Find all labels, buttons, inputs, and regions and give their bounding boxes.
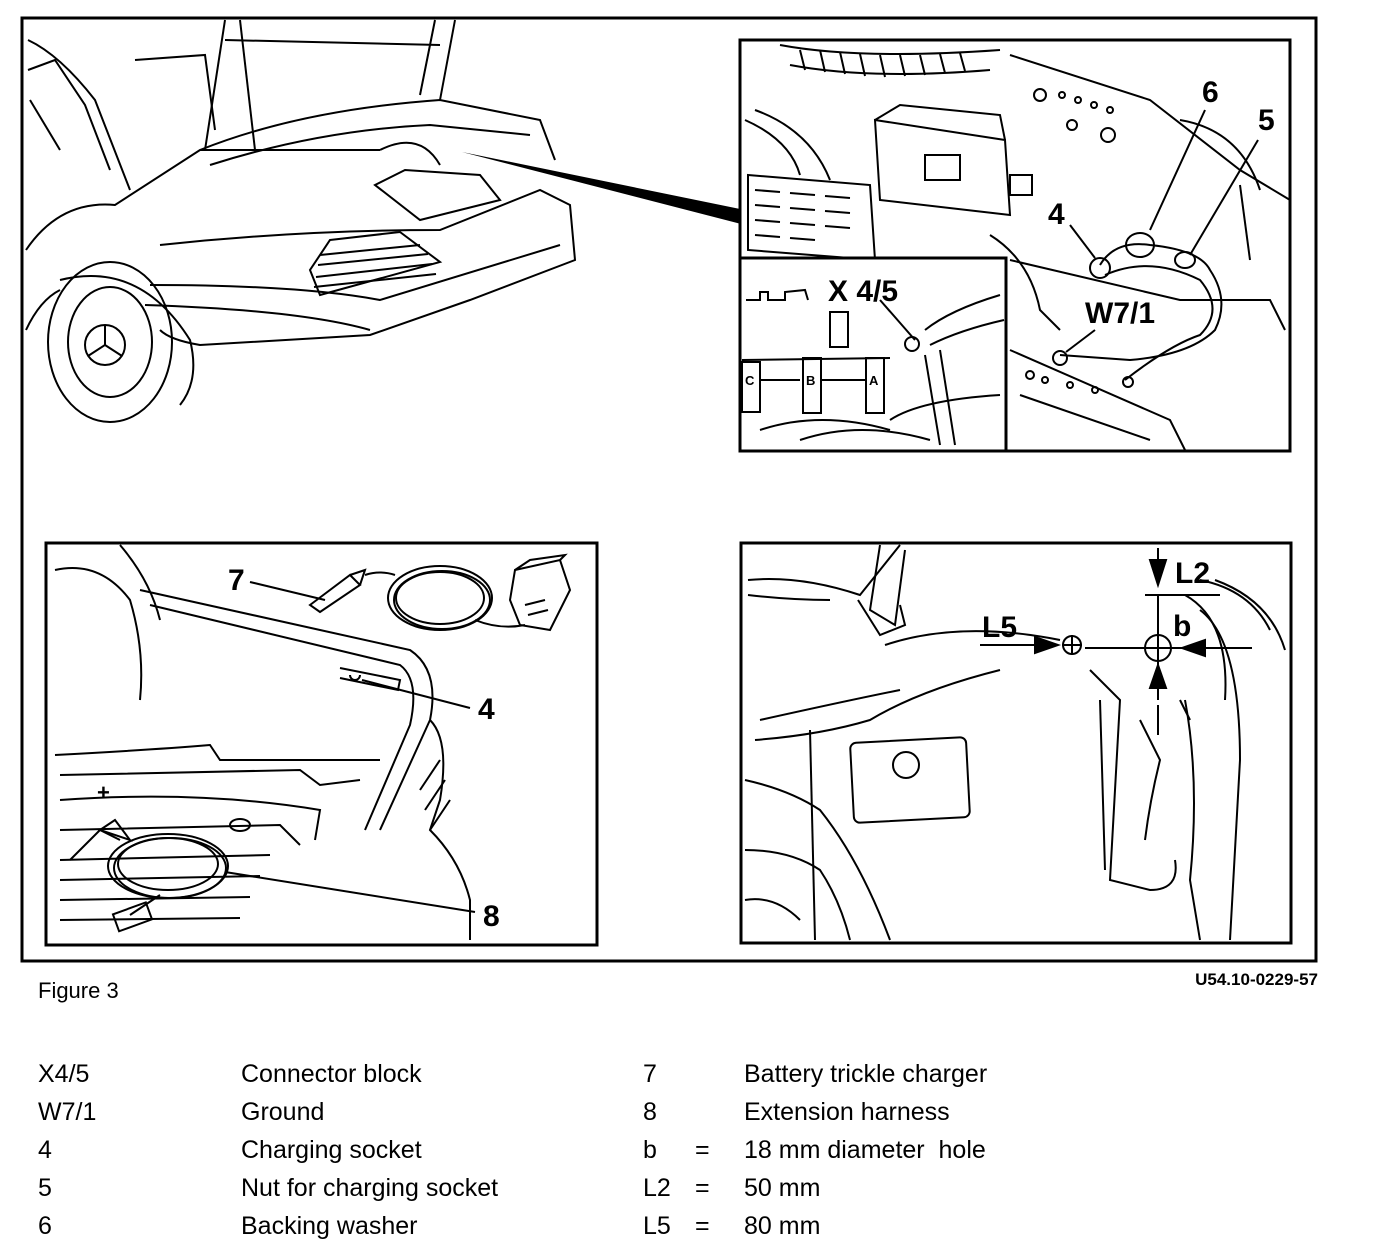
leader-4-top [1069,224,1096,259]
legend-eq: = [695,1212,710,1240]
leader-8 [224,871,476,913]
legend-desc: Backing washer [241,1212,418,1240]
legend-eq: = [695,1136,710,1164]
connector-inset [738,256,1008,453]
pointer-beam [462,152,745,225]
callout-w71: W7/1 [1085,297,1155,330]
legend-code-2: b [643,1136,657,1164]
pin-c: C [745,373,755,388]
callout-4-top: 4 [1048,198,1065,231]
dim-l5: L5 [982,611,1017,644]
legend-desc: Nut for charging socket [241,1174,499,1202]
bottom-right-line-art [744,544,1286,941]
leader-w71 [1065,329,1096,353]
legend-code-2: L2 [643,1174,671,1202]
connector-inset-art [741,288,1005,446]
leader-7 [249,581,326,601]
figure-caption: Figure 3 [38,978,119,1003]
legend-desc-2: Battery trickle charger [744,1060,988,1088]
callout-5: 5 [1258,104,1275,137]
legend-code: 6 [38,1212,52,1240]
legend-code-2: 8 [643,1098,657,1126]
dim-l2: L2 [1175,557,1210,590]
callout-x45: X 4/5 [828,275,898,308]
pin-a: A [869,373,879,388]
legend-code: X4/5 [38,1060,90,1088]
legend-code: 4 [38,1136,52,1164]
callout-7: 7 [228,564,245,597]
leader-4-bottom [361,679,471,709]
legend-desc-2: 80 mm [744,1212,821,1240]
detail-panel-bottom-left [44,541,599,947]
legend-eq: = [695,1174,710,1202]
pin-b: B [806,373,815,388]
callout-4-bottom: 4 [478,693,495,726]
outer-frame [20,16,1318,963]
legend-desc-2: Extension harness [744,1098,950,1126]
legend-desc: Ground [241,1098,325,1126]
legend-code: W7/1 [38,1098,97,1126]
car-rear-illustration [25,19,577,423]
document-id: U54.10-0229-57 [1195,970,1318,989]
callout-8: 8 [483,900,500,933]
bottom-left-line-art [54,544,572,940]
legend-desc: Charging socket [241,1136,422,1164]
leader-5 [1189,139,1259,256]
top-right-line-art [744,44,1291,451]
leader-6 [1149,109,1206,231]
legend-code-2: L5 [643,1212,671,1240]
legend-code: 5 [38,1174,52,1202]
legend-desc-2: 18 mm diameter hole [744,1136,986,1164]
detail-panel-bottom-right [739,541,1293,945]
legend-desc: Connector block [241,1060,422,1088]
dimension-arrows [980,548,1252,735]
legend-code-2: 7 [643,1060,657,1088]
dim-b: b [1173,610,1191,643]
plus-sign: + [97,780,110,805]
callout-6: 6 [1202,76,1219,109]
legend-desc-2: 50 mm [744,1174,821,1202]
